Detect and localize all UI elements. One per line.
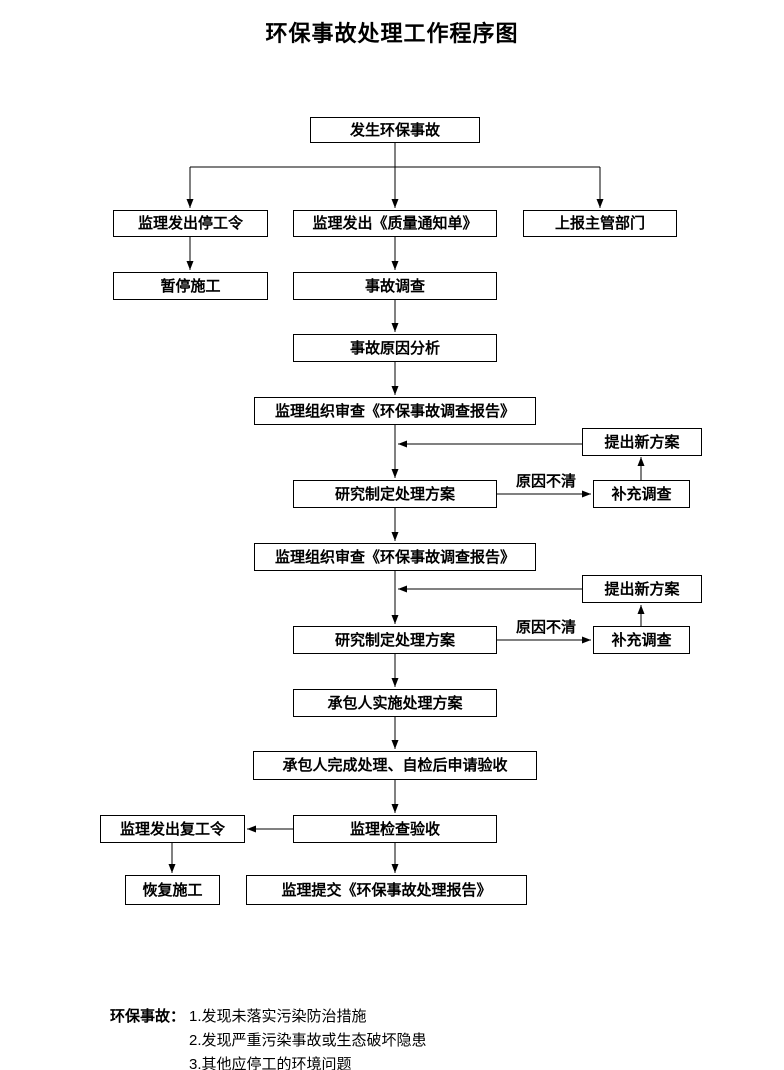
node-supplement-investigation-2: 补充调查 [593,626,690,654]
node-formulate-plan-2: 研究制定处理方案 [293,626,497,654]
notes-items: 1.发现未落实污染防治措施 2.发现严重污染事故或生态破坏隐患 3.其他应停工的… [189,1005,427,1070]
node-issue-stop-order: 监理发出停工令 [113,210,268,237]
node-resume-order: 监理发出复工令 [100,815,245,843]
edge-label-cause-unclear-2: 原因不清 [515,619,576,636]
node-review-report-2: 监理组织审查《环保事故调查报告》 [254,543,536,571]
node-report-authority: 上报主管部门 [523,210,677,237]
node-review-report-1: 监理组织审查《环保事故调查报告》 [254,397,536,425]
node-implement-plan: 承包人实施处理方案 [293,689,497,717]
node-apply-acceptance: 承包人完成处理、自检后申请验收 [253,751,537,780]
node-accident-occurs: 发生环保事故 [310,117,480,143]
edge-label-cause-unclear-1: 原因不清 [515,473,576,490]
node-submit-report: 监理提交《环保事故处理报告》 [246,875,527,905]
node-supplement-investigation-1: 补充调查 [593,480,690,508]
node-accident-investigation: 事故调查 [293,272,497,300]
node-cause-analysis: 事故原因分析 [293,334,497,362]
node-new-plan-2: 提出新方案 [582,575,702,603]
notes-legend: 环保事故： 1.发现未落实污染防治措施 2.发现严重污染事故或生态破坏隐患 3.… [110,1005,427,1070]
note-item: 3.其他应停工的环境问题 [189,1056,352,1070]
node-suspend-construction: 暂停施工 [113,272,268,300]
node-formulate-plan-1: 研究制定处理方案 [293,480,497,508]
note-item: 2.发现严重污染事故或生态破坏隐患 [189,1032,427,1049]
notes-label: 环保事故： [110,1008,186,1025]
page-title: 环保事故处理工作程序图 [265,21,519,46]
node-inspection-acceptance: 监理检查验收 [293,815,497,843]
note-item: 1.发现未落实污染防治措施 [189,1008,367,1025]
node-new-plan-1: 提出新方案 [582,428,702,456]
node-issue-quality-notice: 监理发出《质量通知单》 [293,210,497,237]
node-resume-construction: 恢复施工 [125,875,220,905]
